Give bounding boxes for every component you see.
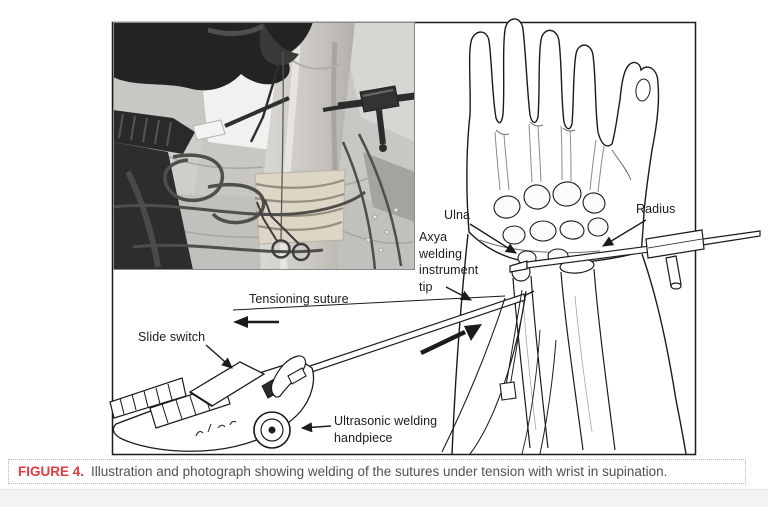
photo-wrist-wrap — [254, 169, 346, 245]
figure-caption: FIGURE 4. Illustration and photograph sh… — [8, 459, 746, 484]
arrow-radius — [602, 219, 647, 247]
coupler-block — [645, 229, 705, 259]
handpiece-drawing — [109, 355, 315, 452]
body-markings — [195, 420, 237, 437]
arrow-advance-right — [420, 330, 466, 355]
page-bottom-band — [0, 489, 768, 507]
hanging-paddle — [499, 381, 517, 401]
photo-scope-instrument — [322, 85, 415, 152]
label-ulna: Ulna — [444, 208, 471, 222]
figure-caption-label: FIGURE 4. — [18, 464, 85, 479]
thumb-nail — [635, 78, 651, 102]
photo-hemostat — [256, 51, 311, 262]
hand-drawing — [466, 18, 660, 451]
figure-caption-text: Illustration and photograph showing weld… — [91, 464, 668, 479]
carpal-bones — [493, 181, 609, 266]
photo-surgeon-hand — [113, 22, 313, 143]
tensioning-device — [509, 229, 761, 290]
arrow-slide-switch — [205, 344, 233, 369]
rib-band-1 — [109, 377, 187, 419]
photo-droplets — [365, 207, 399, 253]
label-radius: Radius — [636, 202, 676, 216]
photo-inset — [113, 22, 415, 270]
rib-teeth-1 — [119, 383, 173, 415]
metacarpal-bones — [494, 123, 605, 193]
shaft-connector — [287, 367, 307, 385]
label-ultrasonic-welding-handpiece: Ultrasonic welding handpiece — [334, 414, 438, 445]
photo-tubing — [113, 133, 403, 270]
arrow-axya-tip — [445, 286, 472, 301]
hand-creases — [479, 121, 632, 254]
forearm-contours — [451, 233, 687, 455]
arrow-handpiece — [300, 422, 332, 433]
label-tensioning-suture: Tensioning suture — [249, 292, 349, 306]
luer-pin — [665, 255, 682, 287]
annotation-arrows — [205, 219, 647, 433]
rib-teeth-2 — [161, 391, 211, 424]
arrow-ulna — [469, 223, 517, 254]
label-slide-switch: Slide switch — [138, 330, 206, 344]
suture-lines — [232, 289, 541, 455]
label-axya-welding-instrument-tip: Axya welding instrument tip — [419, 230, 479, 294]
